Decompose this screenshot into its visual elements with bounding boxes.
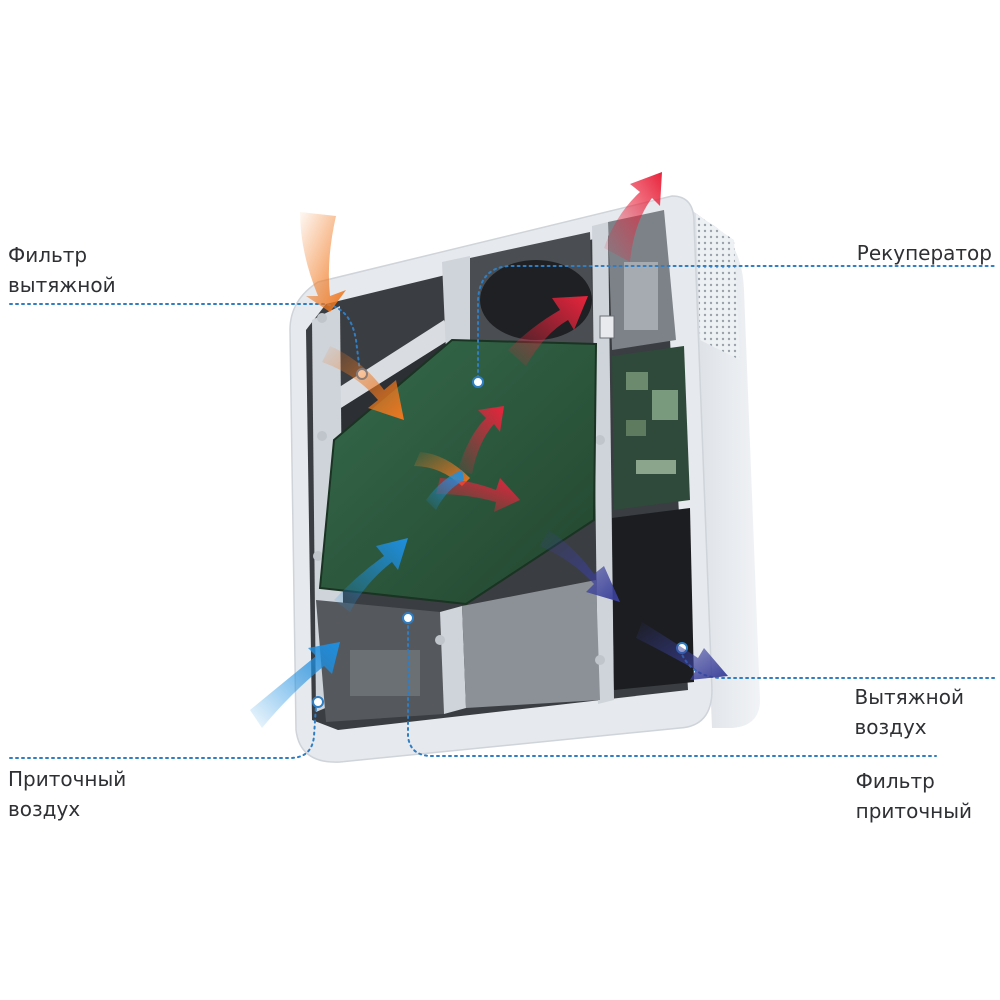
label-recuperator-line1: Рекуператор xyxy=(856,241,992,265)
screw xyxy=(595,655,605,665)
filter-supply-mechanism xyxy=(350,650,420,696)
upper-divider-plate xyxy=(442,256,470,352)
airflow-arrow-icon xyxy=(636,622,728,680)
airflow-arrow-icon xyxy=(426,470,464,510)
leader-filter-supply xyxy=(407,619,937,757)
screw xyxy=(317,313,327,323)
vent-grille xyxy=(696,214,740,360)
compartment-latch xyxy=(599,315,615,339)
control-board xyxy=(612,346,690,510)
lower-recess xyxy=(462,580,600,708)
airflow-arrows xyxy=(250,172,728,728)
airflow-arrow-icon xyxy=(458,406,504,474)
fan-chamber xyxy=(612,508,694,690)
airflow-arrow-icon xyxy=(604,172,662,262)
label-supply-air-line2: воздух xyxy=(8,797,81,821)
airflow-arrow-icon xyxy=(250,642,340,728)
label-filter-supply-line1: Фильтр xyxy=(855,769,935,793)
screw xyxy=(317,431,327,441)
screw xyxy=(313,551,323,561)
label-filter-supply: Фильтр приточный xyxy=(856,766,972,826)
leader-filter-exhaust xyxy=(9,303,361,373)
airflow-arrow-icon xyxy=(334,538,408,612)
filter-exhaust-slot xyxy=(316,320,452,420)
board-chip xyxy=(652,390,678,420)
anchor-recuperator xyxy=(472,376,484,388)
leader-recuperator xyxy=(477,265,997,379)
anchor-filter-supply xyxy=(402,612,414,624)
label-filter-exhaust-line1: Фильтр xyxy=(8,243,88,267)
label-supply-air: Приточный воздух xyxy=(8,764,126,824)
board-chip xyxy=(636,460,676,474)
label-recuperator: Рекуператор xyxy=(857,238,992,268)
airflow-arrow-icon xyxy=(300,212,346,312)
label-filter-exhaust-line2: вытяжной xyxy=(8,273,116,297)
lower-divider-plate xyxy=(440,606,466,714)
airflow-arrow-icon xyxy=(436,478,520,512)
screw xyxy=(435,635,445,645)
screw xyxy=(595,435,605,445)
anchor-supply-air xyxy=(312,696,324,708)
label-filter-exhaust: Фильтр вытяжной xyxy=(8,240,116,300)
label-exhaust-air: Вытяжной воздух xyxy=(854,682,964,742)
label-exhaust-air-line1: Вытяжной xyxy=(854,685,964,709)
compartment-bracket xyxy=(624,262,658,330)
board-chip xyxy=(626,420,646,436)
airflow-arrow-icon xyxy=(540,530,620,602)
board-chip xyxy=(626,372,648,390)
label-supply-air-line1: Приточный xyxy=(8,767,127,791)
label-exhaust-air-line2: воздух xyxy=(854,715,927,739)
airflow-arrow-icon xyxy=(322,346,404,420)
label-filter-supply-line2: приточный xyxy=(855,799,972,823)
airflow-arrow-icon xyxy=(508,296,588,366)
